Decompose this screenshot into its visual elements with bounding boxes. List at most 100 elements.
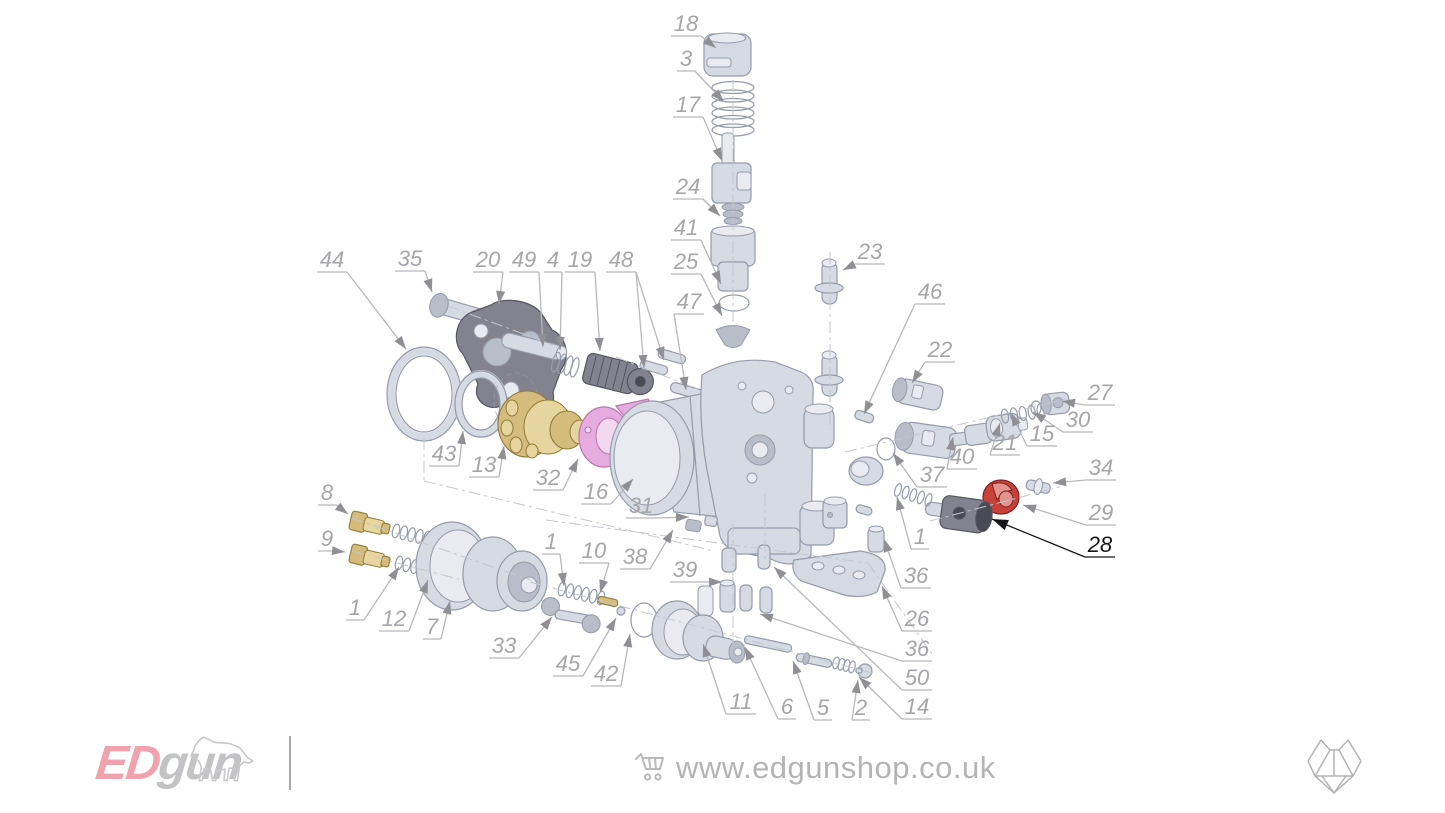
part-valve-pins (814, 258, 844, 397)
svg-text:19: 19 (568, 247, 592, 272)
part-large-o-ring (386, 346, 462, 442)
part-label-50: 50 (773, 566, 932, 691)
part-label-22: 22 (911, 337, 955, 384)
part-label-6: 6 (744, 646, 796, 720)
part-receiver-body (700, 359, 835, 565)
svg-text:4: 4 (547, 247, 559, 272)
svg-text:42: 42 (594, 661, 618, 686)
svg-text:9: 9 (321, 526, 333, 551)
part-small-pin (854, 409, 875, 424)
svg-text:39: 39 (673, 557, 697, 582)
part-label-40: 40 (946, 436, 977, 470)
part-piston (415, 521, 548, 612)
svg-text:18: 18 (674, 11, 699, 36)
svg-text:1: 1 (914, 524, 926, 549)
part-label-7: 7 (423, 600, 452, 640)
part-label-43: 43 (429, 430, 466, 467)
part-label-36: 36 (759, 613, 932, 662)
svg-text:16: 16 (584, 479, 609, 504)
svg-text:24: 24 (675, 174, 700, 199)
part-trigger-bar (792, 550, 886, 598)
part-label-4: 4 (544, 247, 565, 351)
part-label-27: 27 (1061, 380, 1115, 408)
svg-text:20: 20 (475, 247, 501, 272)
part-small-spring-right (893, 483, 933, 507)
part-retaining-pin (1025, 478, 1051, 495)
construction-line (844, 398, 1067, 453)
svg-text:38: 38 (623, 544, 648, 569)
svg-text:17: 17 (676, 92, 701, 117)
part-label-8: 8 (318, 480, 349, 515)
part-label-33: 33 (489, 616, 553, 659)
svg-text:5: 5 (817, 695, 830, 720)
part-label-36: 36 (883, 538, 931, 589)
part-label-11: 11 (702, 643, 756, 715)
dog-icon (190, 736, 254, 782)
construction-line (545, 519, 869, 564)
part-label-31: 31 (626, 493, 690, 522)
part-hammer-plate (455, 299, 567, 417)
part-label-34: 34 (1052, 455, 1116, 487)
part-label-25: 25 (671, 249, 723, 317)
svg-text:36: 36 (905, 636, 930, 661)
svg-text:28: 28 (1087, 532, 1113, 557)
construction-line (529, 581, 873, 674)
svg-text:30: 30 (1066, 407, 1091, 432)
part-transfer-port (891, 377, 944, 411)
part-valve-body (894, 421, 958, 459)
part-label-2: 2 (851, 679, 870, 721)
part-splined-block (582, 352, 654, 396)
part-label-30: 30 (1032, 407, 1093, 433)
part-label-39: 39 (670, 557, 722, 587)
svg-text:37: 37 (920, 462, 945, 487)
part-brass-fitting-8 (348, 510, 391, 535)
svg-text:13: 13 (472, 452, 497, 477)
part-cocking-screw (541, 596, 601, 634)
part-label-38: 38 (620, 529, 674, 570)
part-label-13: 13 (469, 445, 507, 478)
svg-text:31: 31 (629, 493, 653, 518)
part-index-springs (551, 351, 580, 378)
part-label-45: 45 (553, 617, 617, 677)
svg-text:34: 34 (1089, 455, 1113, 480)
part-red-seal (982, 479, 1020, 515)
svg-text:8: 8 (321, 480, 334, 505)
part-label-26: 26 (881, 585, 932, 632)
part-sealing-washer (876, 437, 896, 461)
part-label-29: 29 (1022, 500, 1116, 526)
fox-logo-icon (1307, 739, 1362, 794)
svg-text:36: 36 (904, 563, 929, 588)
part-label-37: 37 (892, 452, 947, 488)
part-label-48: 48 (606, 247, 665, 369)
part-dome-plug (848, 456, 884, 486)
part-label-20: 20 (473, 247, 506, 305)
part-label-23: 23 (842, 239, 885, 271)
svg-text:41: 41 (674, 215, 698, 240)
svg-text:6: 6 (781, 694, 794, 719)
part-valve-stem (711, 132, 752, 225)
svg-text:48: 48 (609, 247, 634, 272)
svg-text:15: 15 (1030, 421, 1055, 446)
svg-text:26: 26 (904, 606, 930, 631)
part-label-15: 15 (1010, 412, 1057, 447)
svg-text:10: 10 (582, 538, 607, 563)
footer-divider (289, 736, 291, 790)
part-poppet (715, 325, 751, 348)
part-label-12: 12 (379, 579, 429, 632)
part-set-screws (685, 514, 718, 533)
part-label-18: 18 (671, 11, 717, 49)
svg-text:11: 11 (730, 689, 753, 714)
svg-text:23: 23 (857, 239, 883, 264)
part-label-21: 21 (989, 422, 1020, 456)
part-label-17: 17 (673, 92, 723, 162)
svg-text:25: 25 (673, 249, 699, 274)
part-label-46: 46 (863, 279, 945, 415)
part-label-14: 14 (858, 676, 932, 720)
part-label-47: 47 (673, 289, 704, 391)
svg-text:2: 2 (854, 695, 867, 720)
part-label-10: 10 (579, 538, 610, 594)
shop-url: www.edgunshop.co.uk (676, 750, 996, 785)
part-hammer-rod (501, 332, 568, 361)
